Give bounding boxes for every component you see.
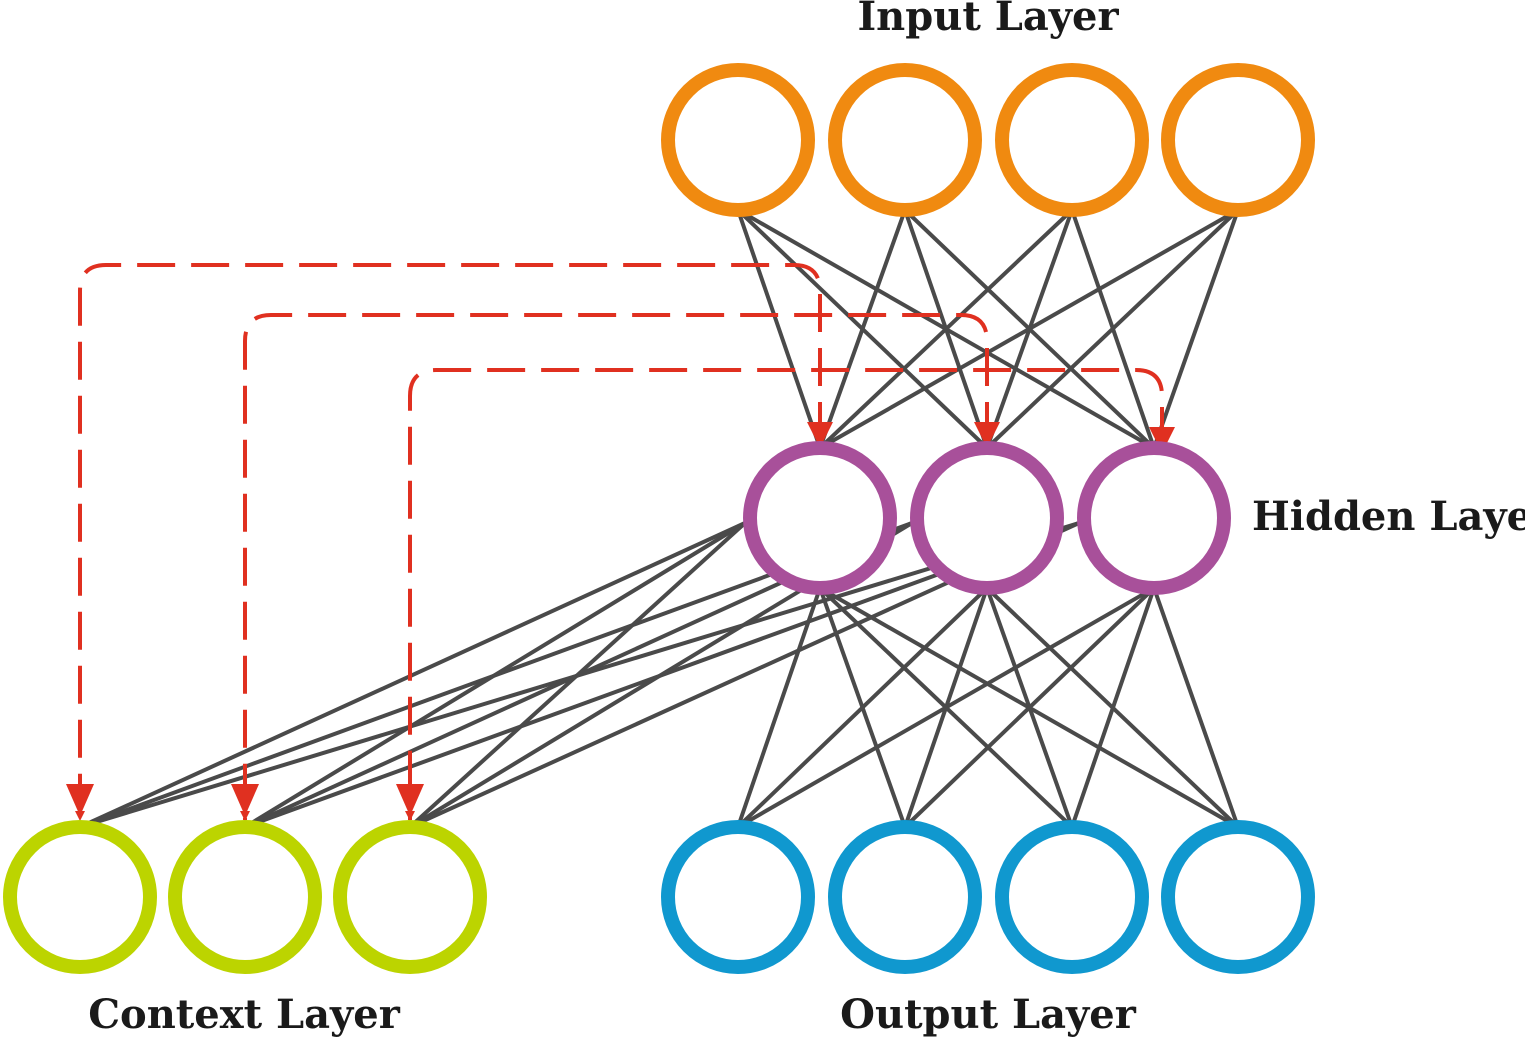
hidden-layer-label: Hidden Layer: [1252, 493, 1525, 540]
output-layer-label: Output Layer: [840, 991, 1137, 1038]
recurrent-arrow-hidden-2: [974, 422, 1000, 448]
edge-hidden-3-output-3: [1070, 587, 1156, 828]
recurrent-connections: [66, 263, 1175, 821]
edge-input-4-hidden-1: [819, 208, 1239, 450]
input-layer-label: Input Layer: [857, 0, 1119, 40]
connection-lines: [79, 208, 1240, 829]
neurons: [3, 63, 1315, 974]
context-node-2: [168, 820, 322, 974]
edge-hidden-2-output-1: [736, 586, 989, 829]
recurrent-arrow-context-2: [231, 784, 259, 816]
recurrent-arrow-context-3: [396, 784, 424, 816]
input-node-1: [661, 63, 815, 217]
output-node-3: [995, 820, 1149, 974]
edge-hidden-1-output-1: [736, 587, 822, 828]
edge-input-4-hidden-3: [1152, 209, 1240, 449]
edge-hidden-3-output-1: [737, 586, 1155, 829]
edge-hidden-3-output-2: [903, 586, 1156, 829]
edge-hidden-1-context-1: [79, 521, 746, 829]
output-node-4: [1161, 820, 1315, 974]
recurrent-link-1: [75, 263, 822, 821]
hidden-node-1: [743, 441, 897, 595]
edge-input-4-hidden-2: [985, 208, 1240, 450]
output-node-2: [828, 820, 982, 974]
recurrent-arrow-context-1: [66, 784, 94, 816]
edge-input-1-hidden-1: [736, 209, 822, 449]
recurrent-link-2: [240, 313, 989, 821]
context-layer-label: Context Layer: [88, 991, 401, 1038]
output-node-1: [661, 820, 815, 974]
hidden-node-3: [1077, 441, 1231, 595]
recurrent-link-3: [405, 368, 1164, 821]
hidden-node-2: [910, 441, 1064, 595]
context-node-1: [3, 820, 157, 974]
input-node-2: [828, 63, 982, 217]
input-node-4: [1161, 63, 1315, 217]
recurrent-arrow-hidden-1: [807, 422, 833, 448]
input-node-3: [995, 63, 1149, 217]
edge-input-2-hidden-1: [818, 209, 907, 449]
edge-hidden-3-output-4: [1152, 587, 1240, 828]
context-node-3: [333, 820, 487, 974]
edge-input-3-hidden-1: [818, 208, 1074, 450]
recurrent-arrow-hidden-3: [1149, 427, 1175, 453]
